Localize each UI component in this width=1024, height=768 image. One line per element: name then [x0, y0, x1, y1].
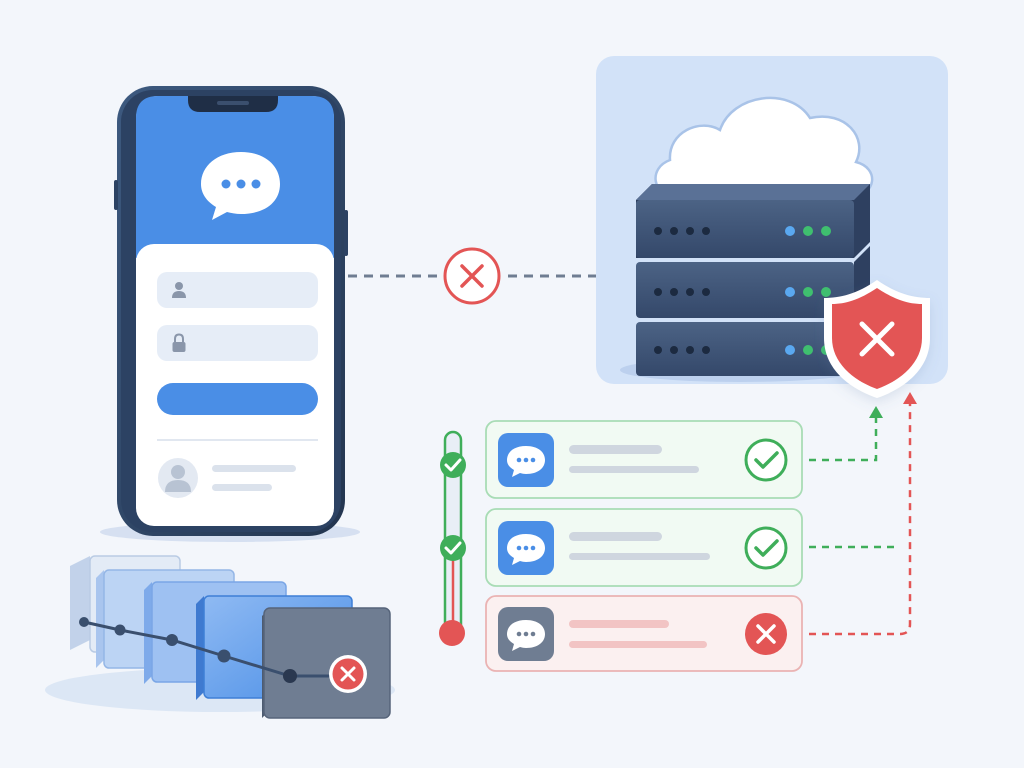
username-field[interactable]: [157, 272, 318, 308]
timeline-error-x-icon: [329, 655, 367, 693]
password-field[interactable]: [157, 325, 318, 361]
progress-track: [439, 430, 466, 646]
track-check-icon-2: [440, 535, 466, 561]
timeline-point: [114, 624, 126, 636]
timeline-point: [166, 634, 178, 646]
timeline-point: [79, 617, 89, 627]
timeline-point: [283, 669, 297, 683]
check-icon: [744, 526, 788, 570]
chat-bubble-icon: [201, 152, 280, 220]
phone-side-button: [344, 210, 348, 256]
profile-detail-line: [212, 484, 272, 491]
chat-bubble-icon: [498, 521, 554, 575]
message-row-3[interactable]: [485, 595, 803, 672]
cloud-icon: [654, 96, 874, 198]
chat-bubble-icon: [498, 607, 554, 661]
avatar: [158, 458, 198, 498]
smartphone: [100, 86, 360, 542]
success-arrow: [809, 406, 883, 462]
message-title-line: [569, 620, 669, 628]
timeline-card-5: [262, 607, 391, 719]
message-row-1[interactable]: [485, 420, 803, 499]
server-unit-1: [636, 184, 870, 258]
server-panel: [596, 56, 948, 398]
message-row-2[interactable]: [485, 508, 803, 587]
user-icon: [172, 282, 186, 298]
connection-error-x-icon: [443, 247, 501, 305]
message-body-line: [569, 553, 710, 560]
lock-icon: [172, 333, 186, 352]
login-button[interactable]: [157, 383, 318, 415]
profile-name-line: [212, 465, 296, 472]
phone-speaker: [217, 101, 249, 105]
server-icon: [636, 184, 870, 376]
chat-bubble-icon: [498, 433, 554, 487]
message-title-line: [569, 532, 662, 541]
timeline-point: [217, 649, 231, 663]
timeline-cards: [45, 555, 395, 719]
message-title-line: [569, 445, 662, 454]
message-body-line: [569, 466, 699, 473]
track-error-dot: [439, 620, 465, 646]
failure-arrow: [809, 392, 917, 636]
track-check-icon-1: [440, 452, 466, 478]
message-body-line: [569, 641, 707, 648]
phone-volume-button: [114, 180, 118, 210]
check-icon: [744, 438, 788, 482]
shield-x-icon: [824, 280, 930, 398]
x-icon: [745, 613, 787, 655]
failed-connection: [348, 247, 607, 305]
